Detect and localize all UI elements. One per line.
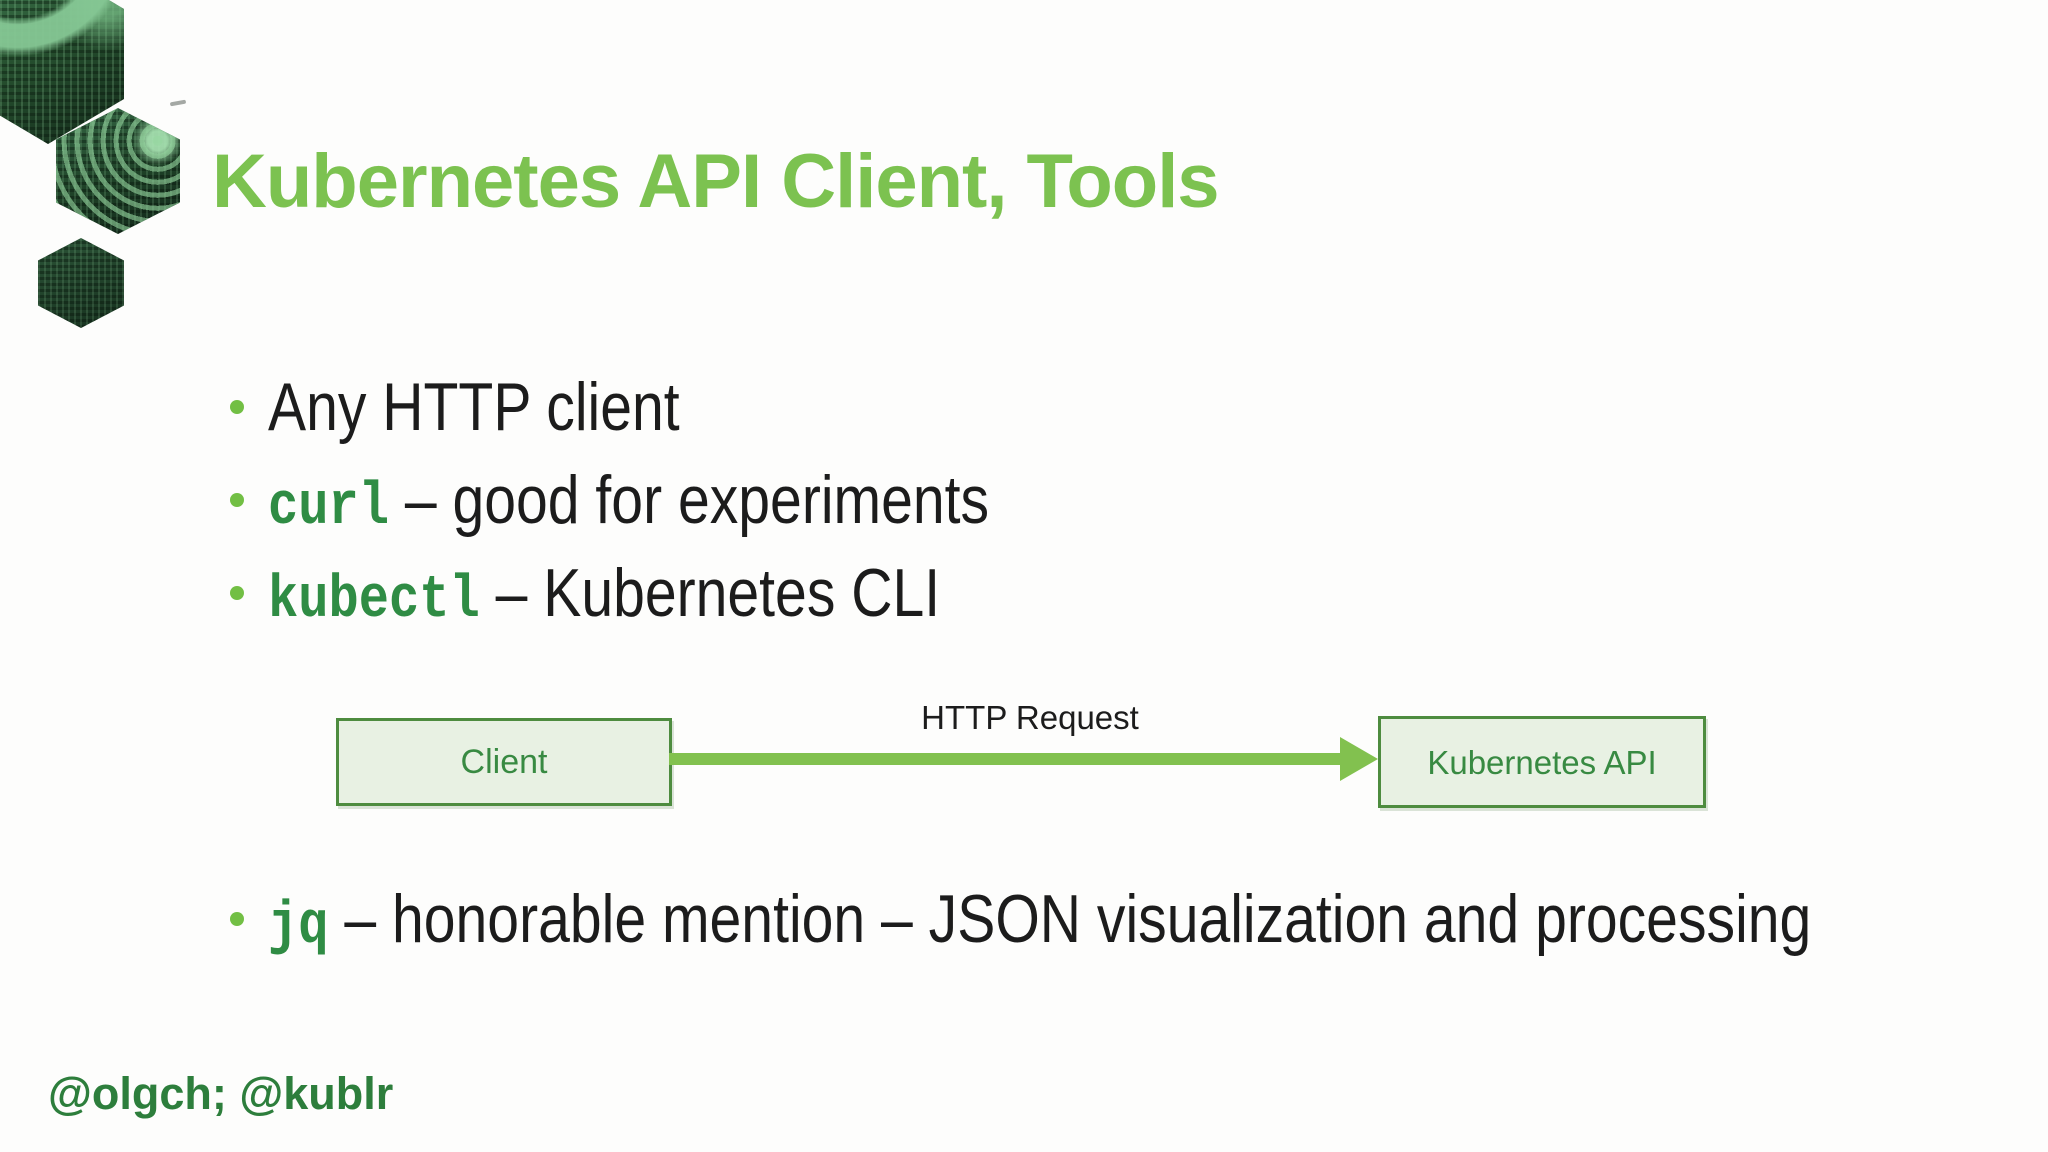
bullet-text: – good for experiments <box>388 462 990 538</box>
bullet-dot <box>230 586 244 600</box>
bullet-dot <box>230 400 244 414</box>
arrow-label: HTTP Request <box>921 699 1139 736</box>
bullet-text: Any HTTP client <box>268 369 680 445</box>
footer-handles: @olgch; @kublr <box>48 1068 394 1119</box>
bullet-dot <box>230 912 244 926</box>
logo-dash <box>169 99 187 107</box>
arrow-head-icon <box>1340 737 1378 781</box>
bullet-text: – Kubernetes CLI <box>479 555 941 631</box>
bullet-any-http-client: Any HTTP client <box>230 373 1126 449</box>
logo-hexagon-bottom-icon <box>38 238 124 328</box>
client-box-label: Client <box>460 743 548 781</box>
arrow-line <box>669 753 1342 765</box>
bullet-curl: curl – good for experiments <box>230 466 1126 542</box>
page-title: Kubernetes API Client, Tools <box>212 139 1220 224</box>
kubernetes-api-box-label: Kubernetes API <box>1427 743 1657 781</box>
jq-bullet-list: jq – honorable mention – JSON visualizat… <box>230 885 2048 978</box>
bullet-dot <box>230 493 244 507</box>
bullet-kubectl: kubectl – Kubernetes CLI <box>230 559 1126 635</box>
bullet-jq: jq – honorable mention – JSON visualizat… <box>230 885 2048 961</box>
client-box: Client <box>336 718 672 806</box>
kubernetes-api-box: Kubernetes API <box>1378 716 1706 808</box>
bullet-list: Any HTTP client curl – good for experime… <box>230 373 1126 652</box>
bullet-code-jq: jq <box>268 893 329 961</box>
bullet-text: – honorable mention – JSON visualization… <box>328 881 1812 957</box>
bullet-code-kubectl: kubectl <box>268 567 480 635</box>
bullet-code-curl: curl <box>268 474 389 542</box>
